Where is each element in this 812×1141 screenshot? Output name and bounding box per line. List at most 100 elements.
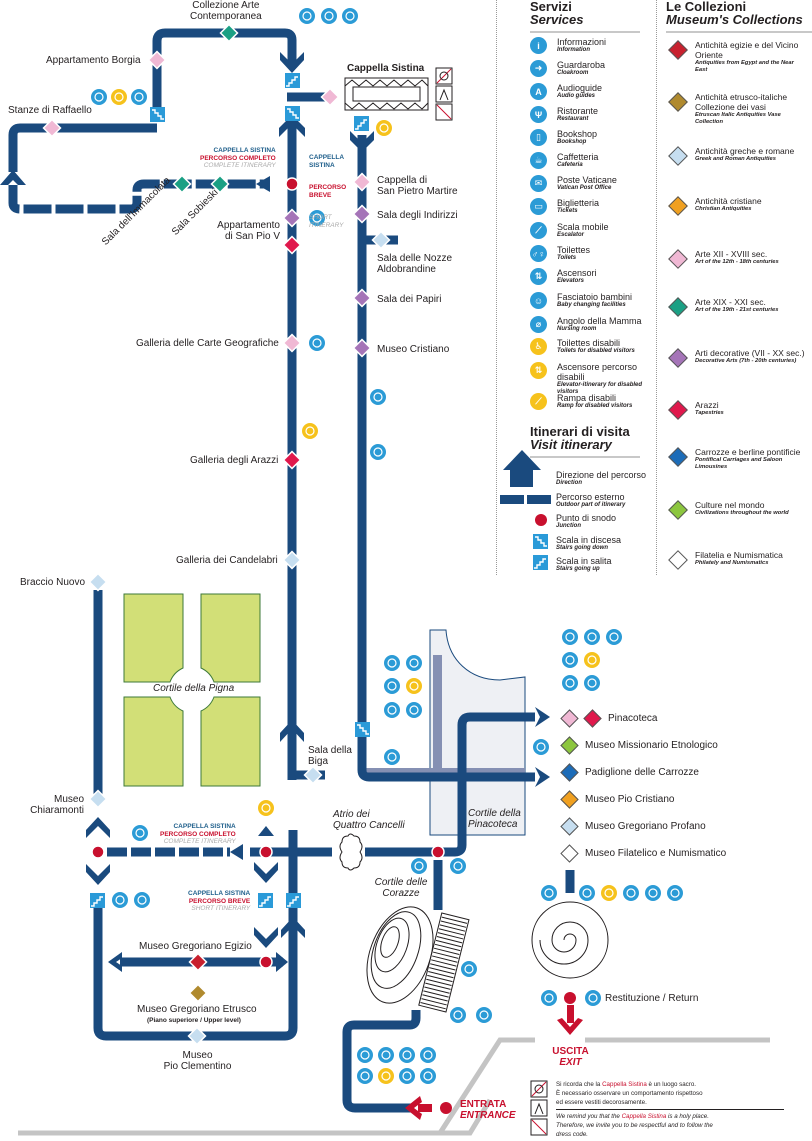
service-name-en: Toilets	[557, 255, 577, 261]
stop-label-cappella-san-pietro-martire[interactable]: Cappella di San Pietro Martire	[377, 175, 458, 197]
stop-label-sala-degli-indirizzi[interactable]: Sala degli Indirizzi	[377, 210, 458, 221]
escalator-icon-glyph	[464, 964, 474, 974]
stop-label-cappella-sistina[interactable]: Cappella Sistina	[347, 63, 425, 74]
stop-label-sala-nozze-aldobrandine[interactable]: Sala delle Nozze Aldobrandine	[377, 253, 453, 275]
service-name: Toilettes disabili	[557, 338, 621, 348]
stop-label-museo-pio-clementino[interactable]: Museo Pio Clementino	[163, 1050, 232, 1072]
wing-list-item[interactable]: Museo Filatelico e Numismatico	[560, 844, 726, 863]
disabled-elevator-icon-glyph	[381, 1071, 391, 1081]
toilets-icon-glyph	[387, 681, 397, 691]
stop-marker-museo-cristiano[interactable]	[352, 338, 372, 358]
stop-marker-cappella-sistina[interactable]	[320, 87, 340, 107]
stop-marker-appartamento-san-pio-v[interactable]	[282, 208, 302, 228]
collection-diamond-icon	[560, 790, 579, 809]
toilets-icon: ♂♀	[530, 245, 547, 262]
route-tag-complete-top: CAPPELLA SISTINA PERCORSO COMPLETO COMPL…	[200, 147, 276, 169]
collection-diamond-icon	[668, 196, 688, 216]
bookshop-icon	[420, 1068, 436, 1084]
stop-marker-sala-della-biga[interactable]	[303, 765, 323, 785]
audioguide-icon: A	[530, 83, 547, 100]
arrow-left-sobieski	[256, 176, 270, 192]
toilets-icon	[112, 892, 128, 908]
stop-label-sala-dei-papiri[interactable]: Sala dei Papiri	[377, 294, 442, 305]
stop-marker-museo-gregoriano-etrusco[interactable]	[188, 983, 208, 1003]
collection-name-en: Philately and Numismatics	[695, 560, 769, 566]
stop-label-galleria-dei-candelabri[interactable]: Galleria dei Candelabri	[176, 555, 278, 566]
stop-marker-collezione-arte-contemporanea[interactable]	[219, 23, 239, 43]
stop-marker-museo-gregoriano-egizio[interactable]	[188, 952, 208, 972]
stop-label-galleria-degli-arazzi[interactable]: Galleria degli Arazzi	[190, 455, 279, 466]
spiral-ramp	[366, 906, 434, 1004]
stop-marker-galleria-dei-candelabri[interactable]	[282, 550, 302, 570]
stairs-down-icon	[355, 722, 370, 737]
stop-label-collezione-arte-contemporanea[interactable]: Collezione Arte Contemporanea	[190, 0, 262, 22]
collection-name: Arte XII - XVIII sec.	[695, 249, 768, 259]
elevator-icon	[420, 1047, 436, 1063]
stop-marker-arazzi-san-pio[interactable]	[282, 235, 302, 255]
collection-name: Antichità egizie e del Vicino Oriente	[695, 40, 799, 60]
toilets-icon-glyph	[565, 655, 575, 665]
stop-marker-museo-chiaramonti[interactable]	[88, 789, 108, 809]
stop-marker-sala-sobieski[interactable]	[210, 174, 230, 194]
arrow-down-chiaramonti	[86, 864, 110, 885]
stop-marker-sala-dei-papiri[interactable]	[352, 288, 372, 308]
baby-changing-icon	[342, 8, 358, 24]
stop-marker-galleria-carte-geografiche[interactable]	[282, 333, 302, 353]
stop-marker-galleria-degli-arazzi[interactable]	[282, 450, 302, 470]
wing-list-item[interactable]: Pinacoteca	[560, 709, 657, 728]
stop-marker-braccio-nuovo[interactable]	[88, 572, 108, 592]
exit-spiral-staircase	[531, 901, 609, 979]
stop-label-sala-della-biga[interactable]: Sala della Biga	[308, 745, 352, 767]
stop-label-museo-gregoriano-etrusco[interactable]: Museo Gregoriano Etrusco	[137, 1004, 257, 1015]
baby-changing-icon	[562, 675, 578, 691]
audioguide-icon-glyph	[414, 861, 424, 871]
stair-step	[422, 994, 448, 1002]
stop-label-museo-chiaramonti[interactable]: Museo Chiaramonti	[30, 794, 84, 816]
stop-label-appartamento-san-pio-v[interactable]: Appartamento di San Pio V	[217, 220, 280, 242]
stop-label-appartamento-borgia[interactable]: Appartamento Borgia	[46, 55, 141, 66]
stop-marker-cappella-san-pietro-martire[interactable]	[352, 172, 372, 192]
junction-icon	[535, 514, 547, 526]
stop-label-galleria-carte-geografiche[interactable]: Galleria delle Carte Geografiche	[136, 338, 279, 349]
exit-label[interactable]: USCITA EXIT	[552, 1046, 589, 1068]
audioguide-icon-glyph	[453, 1010, 463, 1020]
info-icon	[378, 1047, 394, 1063]
toilets-icon	[384, 678, 400, 694]
stop-marker-stanze-di-raffaello[interactable]	[42, 118, 62, 138]
stop-label-braccio-nuovo[interactable]: Braccio Nuovo	[20, 577, 86, 588]
toilets-icon-glyph	[94, 92, 104, 102]
stop-marker-sala-degli-indirizzi[interactable]	[352, 204, 372, 224]
cloakroom-icon	[357, 1068, 373, 1084]
service-name: Scala mobile	[557, 222, 609, 232]
stop-label-museo-cristiano[interactable]: Museo Cristiano	[377, 344, 450, 355]
stop-marker-sala-nozze-aldobrandine[interactable]	[371, 230, 391, 250]
entrance-label[interactable]: ENTRATA ENTRANCE	[460, 1099, 516, 1121]
stair-step	[435, 939, 462, 948]
wing-list-item[interactable]: Museo Pio Cristiano	[560, 790, 674, 809]
collection-legend-item: Arte XII - XVIII sec.Art of the 12th - 1…	[668, 249, 807, 269]
stop-marker-museo-pio-clementino[interactable]	[187, 1026, 207, 1046]
stop-label-stanze-di-raffaello[interactable]: Stanze di Raffaello	[8, 105, 92, 116]
stair-step	[436, 936, 463, 944]
stop-marker-sala-dell-immacolata[interactable]	[172, 174, 192, 194]
arrow-left-egizio	[108, 952, 122, 972]
cafeteria-icon	[584, 629, 600, 645]
wing-list-item[interactable]: Museo Gregoriano Profano	[560, 817, 706, 836]
stop-label-museo-gregoriano-egizio[interactable]: Museo Gregoriano Egizio	[139, 941, 252, 952]
route-tag-short-bottom: CAPPELLA SISTINA PERCORSO BREVE SHORT IT…	[188, 890, 251, 912]
stop-marker-appartamento-borgia[interactable]	[147, 50, 167, 70]
stair-step	[440, 920, 467, 928]
service-name-en: Restaurant	[557, 116, 589, 122]
wing-list-item[interactable]: Padiglione delle Carrozze	[560, 763, 699, 782]
wing-list-item[interactable]: Museo Missionario Etnologico	[560, 736, 718, 755]
